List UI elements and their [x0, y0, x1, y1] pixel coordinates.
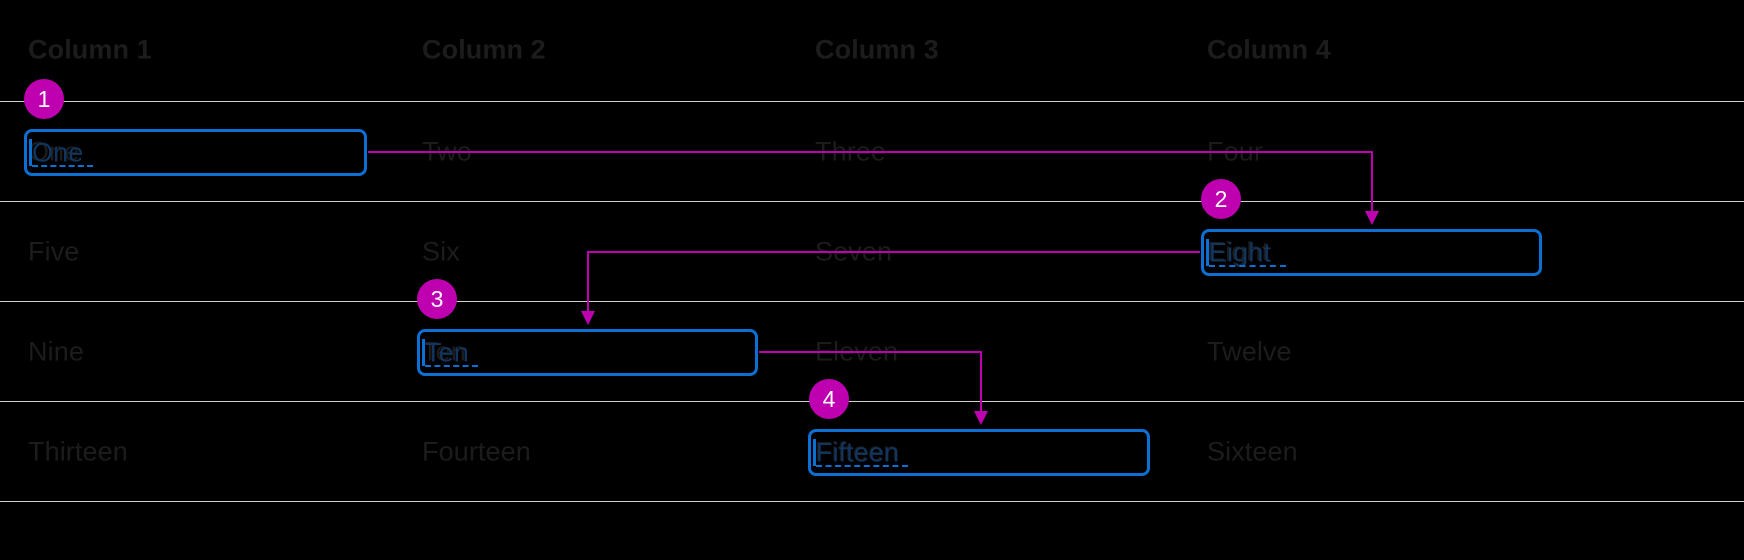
focused-input-value: Ten: [425, 337, 469, 367]
focused-input-eight[interactable]: Eight: [1201, 229, 1542, 276]
table-cell[interactable]: Sixteen: [1207, 436, 1298, 467]
table-cell[interactable]: Eight: [1207, 236, 1270, 267]
column-header-3: Column 3: [815, 34, 939, 65]
row-separator: [0, 101, 1744, 102]
text-caret: [813, 439, 816, 466]
table-cell[interactable]: Nine: [28, 336, 84, 367]
text-caret: [1206, 239, 1209, 266]
table-cell[interactable]: Five: [28, 236, 80, 267]
table-cell[interactable]: One: [28, 136, 80, 167]
focused-input-fifteen[interactable]: Fifteen: [808, 429, 1150, 476]
step-badge-4[interactable]: 4: [809, 379, 849, 419]
focused-input-value: Eight: [1209, 237, 1272, 267]
text-caret: [29, 139, 32, 166]
spellcheck-underline: [816, 465, 908, 467]
table-cell[interactable]: Six: [422, 236, 460, 267]
focused-input-value: One: [32, 137, 84, 167]
text-caret: [422, 339, 425, 366]
column-header-4: Column 4: [1207, 34, 1331, 65]
table-cell[interactable]: Fifteen: [815, 436, 899, 467]
table-cell[interactable]: Twelve: [1207, 336, 1292, 367]
table-cell[interactable]: Ten: [422, 336, 466, 367]
column-header-1: Column 1: [28, 34, 152, 65]
row-separator: [0, 501, 1744, 502]
spellcheck-underline: [425, 365, 478, 367]
focused-input-ten[interactable]: Ten: [417, 329, 758, 376]
step-badge-1[interactable]: 1: [24, 79, 64, 119]
focused-input-value: Fifteen: [816, 437, 900, 467]
focused-input-one[interactable]: One: [24, 129, 367, 176]
step-badge-2[interactable]: 2: [1201, 179, 1241, 219]
spellcheck-underline: [32, 165, 93, 167]
spellcheck-underline: [1209, 265, 1286, 267]
column-header-2: Column 2: [422, 34, 546, 65]
step-badge-3[interactable]: 3: [417, 279, 457, 319]
table-cell[interactable]: Fourteen: [422, 436, 531, 467]
table-cell[interactable]: Thirteen: [28, 436, 128, 467]
